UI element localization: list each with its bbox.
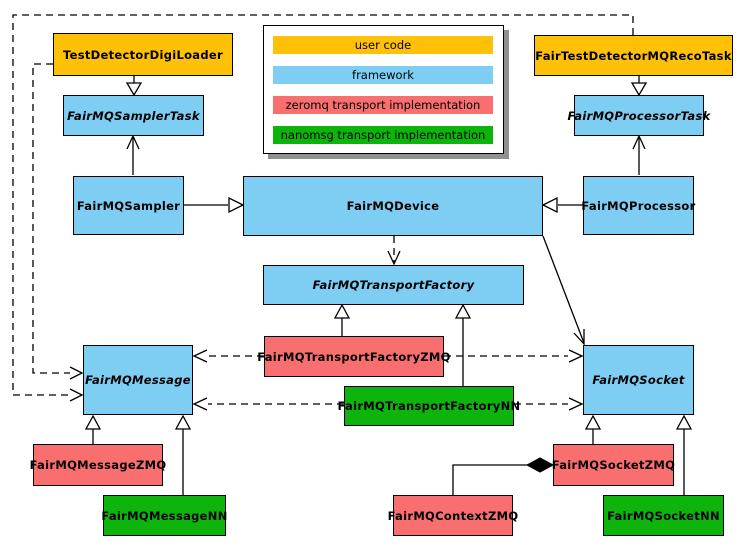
edge-recotask-message xyxy=(12,14,634,402)
edge-contextzmq-socketzmq xyxy=(452,457,555,495)
node-label: FairMQSocketNN xyxy=(607,508,720,523)
node-fairmqmessagezmq: FairMQMessageZMQ xyxy=(30,444,166,486)
edge-transportfactorynn-socket xyxy=(514,397,584,411)
legend-item-nanomsg: nanomsg transport implementation xyxy=(273,126,493,144)
node-fairmqtransportfactorynn: FairMQTransportFactoryNN xyxy=(338,386,520,426)
node-label: FairMQTransportFactory xyxy=(312,278,475,292)
node-label: FairMQTransportFactoryZMQ xyxy=(257,349,451,364)
node-fairmqcontextzmq: FairMQContextZMQ xyxy=(388,495,518,536)
node-testdetectordigiloader: TestDetectorDigiLoader xyxy=(53,33,233,76)
edge-transportfactoryzmq-message xyxy=(192,349,264,363)
node-fairmqprocessortask: FairMQProcessorTask xyxy=(567,95,710,136)
edge-sampler-device xyxy=(184,196,245,214)
edge-digiloader-message xyxy=(32,63,84,380)
edge-messagenn-message xyxy=(174,414,192,495)
node-fairmqsocketzmq: FairMQSocketZMQ xyxy=(551,444,676,486)
node-fairmqtransportfactory: FairMQTransportFactory xyxy=(263,265,524,305)
node-label: FairMQSocketZMQ xyxy=(551,458,676,472)
edge-digiloader-samplertask xyxy=(125,76,143,97)
edge-sampler-samplertask xyxy=(126,134,140,175)
edge-socketzmq-socket xyxy=(584,414,602,444)
node-label: FairMQMessageZMQ xyxy=(29,458,167,472)
node-fairmqsocket: FairMQSocket xyxy=(583,345,694,415)
node-label: FairMQSamplerTask xyxy=(67,108,200,123)
edge-processor-processortask xyxy=(632,134,646,175)
legend-item-user-code: user code xyxy=(273,36,493,54)
edge-transportfactoryzmq-socket xyxy=(444,349,584,363)
node-fairmqsocketnn: FairMQSocketNN xyxy=(603,495,724,536)
edge-transportfactoryzmq-transportfactory xyxy=(333,303,351,336)
edge-device-socket xyxy=(542,235,585,346)
node-fairmqdevice: FairMQDevice xyxy=(243,176,543,236)
node-fairmqmessage: FairMQMessage xyxy=(83,345,193,415)
node-label: FairMQSocket xyxy=(592,373,685,387)
node-fairmqsamplertask: FairMQSamplerTask xyxy=(63,95,204,136)
node-fairmqsampler: FairMQSampler xyxy=(73,176,184,235)
edge-transportfactorynn-message xyxy=(192,397,344,411)
node-label: FairMQProcessor xyxy=(581,198,696,213)
node-fairmqtransportfactoryzmq: FairMQTransportFactoryZMQ xyxy=(257,336,450,377)
edge-socketnn-socket xyxy=(675,414,693,495)
legend-item-framework: framework xyxy=(273,66,493,84)
node-label: FairMQContextZMQ xyxy=(387,508,519,523)
node-label: FairMQDevice xyxy=(346,199,440,213)
node-label: FairMQTransportFactoryNN xyxy=(337,399,521,413)
edge-recotask-processortask xyxy=(630,76,648,97)
node-label: FairMQProcessorTask xyxy=(567,108,711,123)
node-label: FairMQMessageNN xyxy=(101,508,228,523)
legend-item-zeromq: zeromq transport implementation xyxy=(273,96,493,114)
node-label: FairTestDetectorMQRecoTask xyxy=(535,48,732,63)
edge-processor-device xyxy=(541,196,583,214)
legend: user code framework zeromq transport imp… xyxy=(263,25,504,154)
edge-device-transportfactory xyxy=(387,236,401,266)
edge-messagezmq-message xyxy=(84,414,102,444)
node-fairmqmessagenn: FairMQMessageNN xyxy=(101,495,228,536)
node-fairtestdetectormqrecotask: FairTestDetectorMQRecoTask xyxy=(534,35,733,76)
node-label: FairMQSampler xyxy=(76,198,181,213)
edge-transportfactorynn-transportfactory xyxy=(454,303,472,386)
node-fairmqprocessor: FairMQProcessor xyxy=(581,176,696,235)
node-label: TestDetectorDigiLoader xyxy=(63,47,223,62)
node-label: FairMQMessage xyxy=(85,373,191,387)
